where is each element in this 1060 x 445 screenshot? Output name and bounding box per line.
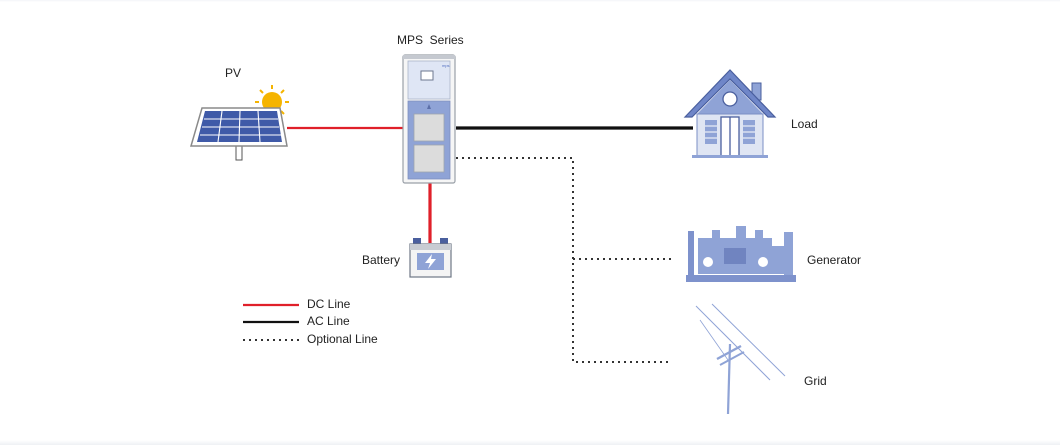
legend-item-dc-line: DC Line	[307, 297, 351, 311]
inverter-label: MPS Series	[397, 33, 464, 47]
battery-icon	[409, 238, 452, 278]
svg-text:mps: mps	[442, 63, 450, 68]
battery-label: Battery	[362, 253, 401, 267]
pv-label: PV	[225, 66, 242, 80]
legend-item-optional-line: Optional Line	[307, 332, 378, 346]
load-label: Load	[791, 117, 818, 131]
solar-panel-icon	[190, 85, 289, 161]
house-icon	[683, 69, 777, 158]
legend-item-ac-line: AC Line	[307, 314, 350, 328]
power-pole-icon	[695, 303, 786, 415]
inverter-cabinet-icon: mps	[402, 54, 456, 184]
grid-label: Grid	[804, 374, 827, 388]
generator-label: Generator	[807, 253, 862, 267]
generator-icon	[686, 226, 796, 282]
